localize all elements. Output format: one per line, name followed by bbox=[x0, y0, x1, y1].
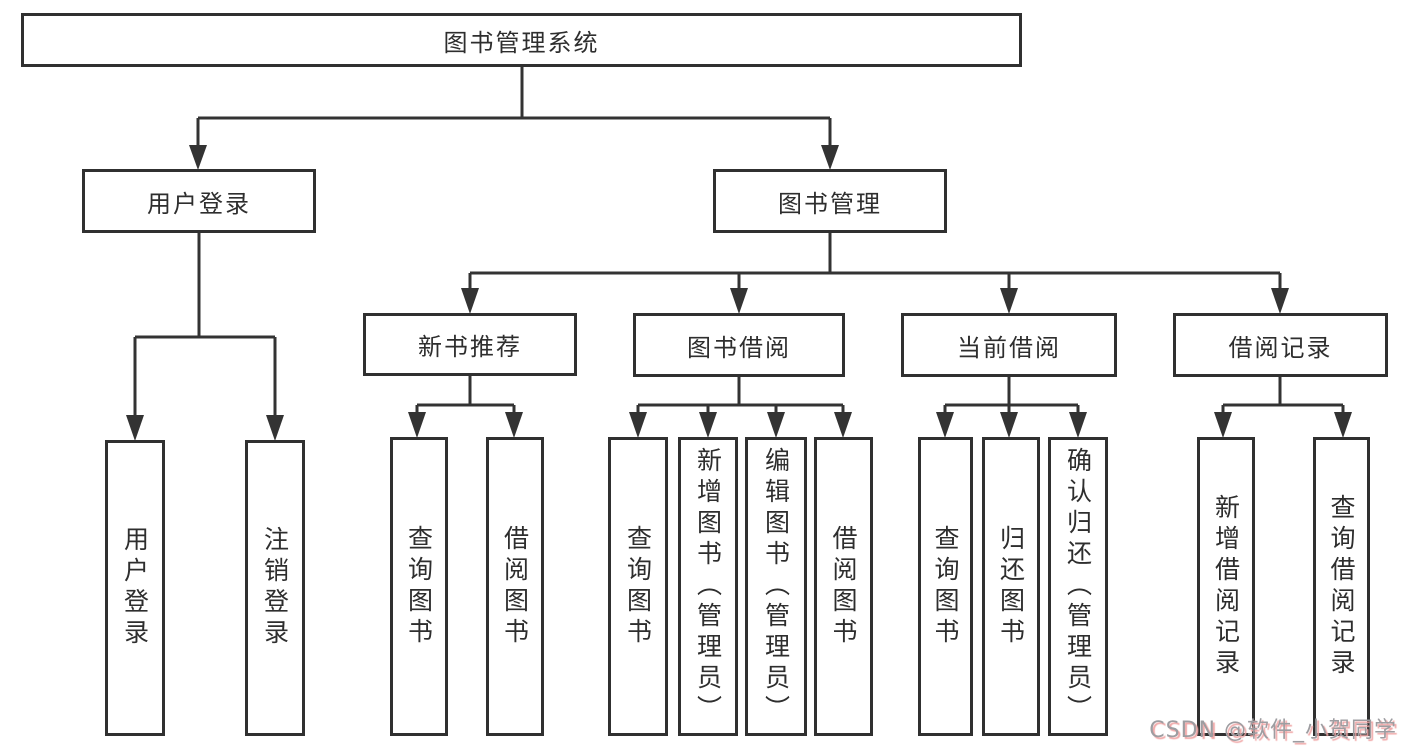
leaf-query-books-recommend: 查询图书 bbox=[390, 437, 448, 736]
node-label: 新书推荐 bbox=[418, 333, 522, 361]
node-label: 归还图书 bbox=[996, 524, 1026, 649]
node-label: 借阅记录 bbox=[1228, 333, 1333, 362]
node-book-borrow: 图书借阅 bbox=[633, 313, 845, 377]
node-current-borrow: 当前借阅 bbox=[901, 313, 1117, 377]
node-label: 用户登录 bbox=[147, 189, 251, 218]
node-label: 编辑图书（管理员） bbox=[761, 447, 791, 726]
node-new-book-recommend: 新书推荐 bbox=[363, 313, 577, 376]
leaf-add-books-admin: 新增图书（管理员） bbox=[678, 437, 738, 736]
node-label: 查询借阅记录 bbox=[1327, 493, 1356, 680]
leaf-confirm-return-admin: 确认归还（管理员） bbox=[1048, 437, 1108, 736]
node-label: 借阅图书 bbox=[500, 524, 530, 649]
node-label: 图书管理 bbox=[778, 189, 882, 218]
edge-root-to-level2 bbox=[189, 67, 839, 170]
leaf-return-books: 归还图书 bbox=[982, 437, 1040, 736]
edge-book-borrow-children bbox=[629, 377, 852, 438]
node-label: 图书借阅 bbox=[687, 333, 791, 362]
leaf-borrow-books-recommend: 借阅图书 bbox=[486, 437, 544, 736]
leaf-query-books-current: 查询图书 bbox=[918, 437, 973, 736]
node-borrow-records: 借阅记录 bbox=[1173, 313, 1388, 377]
leaf-borrow-books: 借阅图书 bbox=[814, 437, 873, 736]
edge-user-login-children bbox=[126, 233, 284, 441]
edge-new-book-recommend-children bbox=[408, 376, 523, 438]
node-label: 新增图书（管理员） bbox=[693, 447, 723, 726]
node-label: 查询图书 bbox=[623, 524, 653, 649]
node-label: 借阅图书 bbox=[829, 524, 858, 649]
edge-borrow-records-children bbox=[1214, 377, 1352, 438]
node-label: 用户登录 bbox=[120, 526, 150, 650]
node-book-management: 图书管理 bbox=[713, 169, 947, 233]
csdn-watermark: CSDN @软件_小贺同学 bbox=[1149, 718, 1397, 743]
edge-book-management-children bbox=[461, 233, 1289, 314]
node-label: 图书管理系统 bbox=[443, 28, 600, 57]
leaf-logout: 注销登录 bbox=[245, 440, 305, 736]
node-root: 图书管理系统 bbox=[21, 13, 1022, 67]
edge-current-borrow-children bbox=[936, 377, 1087, 438]
node-label: 查询图书 bbox=[931, 524, 960, 649]
leaf-query-books-borrow: 查询图书 bbox=[608, 437, 668, 736]
leaf-user-login: 用户登录 bbox=[105, 440, 165, 736]
leaf-add-borrow-record: 新增借阅记录 bbox=[1197, 437, 1255, 736]
node-user-login: 用户登录 bbox=[82, 169, 316, 233]
node-label: 注销登录 bbox=[260, 526, 290, 650]
node-label: 查询图书 bbox=[404, 524, 434, 649]
leaf-edit-books-admin: 编辑图书（管理员） bbox=[745, 437, 807, 736]
node-label: 新增借阅记录 bbox=[1211, 493, 1241, 680]
node-label: 确认归还（管理员） bbox=[1063, 447, 1093, 726]
leaf-query-borrow-record: 查询借阅记录 bbox=[1313, 437, 1370, 736]
node-label: 当前借阅 bbox=[957, 333, 1061, 362]
